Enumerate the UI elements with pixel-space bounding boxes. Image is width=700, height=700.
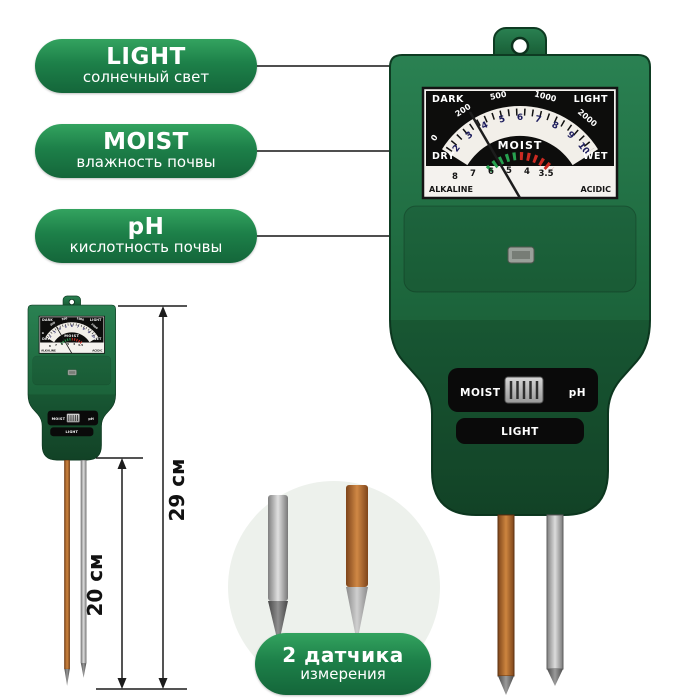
- dimension-total-height: 29 см: [96, 305, 189, 690]
- dimension-probe-length: 20 см: [83, 457, 143, 689]
- callout-moist: MOIST влажность почвы: [35, 124, 257, 178]
- callout-light-subtitle: солнечный свет: [82, 68, 210, 87]
- steel-probe: [546, 514, 564, 670]
- inset-callout-title: 2 датчика: [282, 643, 404, 668]
- copper-probe: [64, 459, 70, 670]
- closeup-steel-probe-tip: [268, 601, 288, 645]
- callout-ph-title: pH: [127, 213, 165, 240]
- closeup-steel-probe: [268, 495, 288, 601]
- main-device-probes: [497, 514, 564, 695]
- callout-ph-subtitle: кислотность почвы: [69, 238, 223, 257]
- copper-probe: [497, 514, 515, 677]
- copper-probe-tip: [64, 669, 70, 686]
- callout-moist-subtitle: влажность почвы: [76, 153, 216, 172]
- main-device: [390, 28, 650, 695]
- callout-moist-title: MOIST: [103, 128, 189, 155]
- probe-length-label: 20 см: [83, 554, 107, 617]
- mini-device-probes: [64, 459, 87, 686]
- callout-ph: pH кислотность почвы: [35, 209, 257, 263]
- inset-callout: 2 датчика измерения: [255, 633, 431, 695]
- copper-probe-tip: [498, 676, 514, 695]
- callout-light: LIGHT солнечный свет: [35, 39, 257, 93]
- callout-light-title: LIGHT: [106, 43, 186, 70]
- total-height-label: 29 см: [165, 459, 189, 522]
- probe-closeup-svg: [268, 485, 368, 645]
- mini-device: [26, 294, 117, 686]
- steel-probe-tip: [547, 669, 563, 686]
- steel-probe-tip: [80, 663, 87, 678]
- closeup-copper-probe-tip: [346, 587, 368, 643]
- closeup-copper-probe: [346, 485, 368, 587]
- inset-callout-subtitle: измерения: [300, 664, 386, 683]
